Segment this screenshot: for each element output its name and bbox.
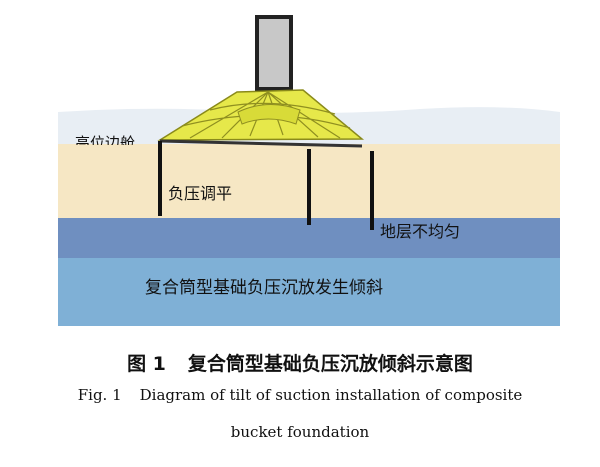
caption-english-line2: bucket foundation — [230, 423, 370, 441]
caption-chinese: 图 1 复合筒型基础负压沉放倾斜示意图 — [0, 349, 600, 376]
caption-en-text-1: Diagram of tilt of suction installation … — [139, 386, 523, 404]
tower-column — [255, 15, 293, 91]
caption-zh-title: 复合筒型基础负压沉放倾斜示意图 — [187, 353, 473, 375]
diagram-canvas — [58, 15, 560, 326]
composite-bucket-foundation — [157, 89, 365, 148]
diagram-figure — [58, 15, 560, 326]
suction-leveling-label: 负压调平 — [168, 184, 233, 203]
uneven-stratum-label: 地层不均匀 — [380, 222, 461, 241]
deep-soil-layer — [58, 258, 560, 326]
caption-en-number: Fig. 1 — [77, 386, 122, 404]
tilt-description-label: 复合筒型基础负压沉放发生倾斜 — [145, 278, 383, 298]
foundation-bottom-plate — [159, 139, 363, 148]
caption-zh-number: 图 1 — [127, 353, 166, 375]
compartment-label: 高位边舱 — [75, 134, 136, 145]
caption-english-line1: Fig. 1 Diagram of tilt of suction install… — [0, 386, 600, 404]
foundation-inner-ring — [237, 103, 301, 125]
